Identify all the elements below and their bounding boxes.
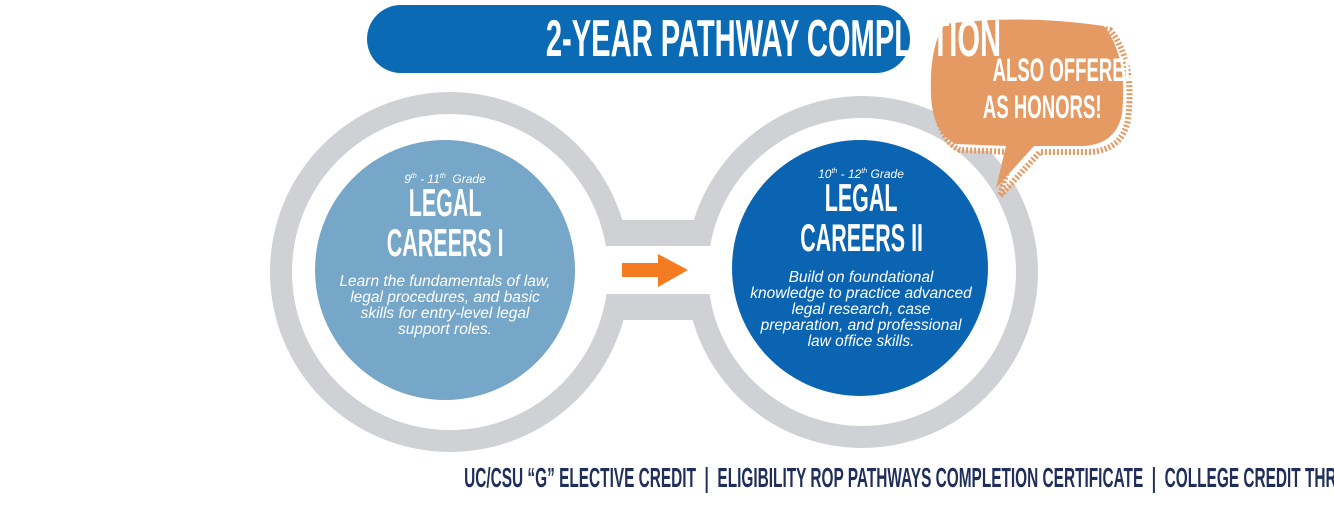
course-card-2: 10th - 12th Grade LEGAL CAREERS II Build…: [750, 167, 972, 350]
credits-footer: UC/CSU “G” ELECTIVE CREDIT | ELIGIBILITY…: [40, 462, 1334, 494]
course-title: LEGAL CAREERS II: [750, 177, 972, 263]
course-description: Learn the fundamentals of law, legal pro…: [339, 273, 551, 338]
course-title-line-2: CAREERS I: [386, 222, 504, 265]
title-pill: [367, 5, 910, 73]
honors-callout: ALSO OFFERED AS HONORS!: [940, 54, 1138, 129]
course-description: Build on foundational knowledge to pract…: [750, 269, 972, 350]
callout-line-2: AS HONORS!: [982, 89, 1102, 125]
course-title-line-1: LEGAL: [824, 177, 898, 220]
arrow-right-icon: [622, 254, 688, 287]
course-circle-1: [315, 140, 575, 400]
course-grade: 10th - 12th Grade: [818, 167, 904, 181]
course-title-line-2: CAREERS II: [800, 217, 923, 260]
page-title: 2-YEAR PATHWAY COMPLETION: [367, 5, 1001, 73]
course-title: LEGAL CAREERS I: [330, 182, 560, 268]
course-circle-2: [732, 140, 988, 396]
course-title-line-1: LEGAL: [408, 182, 482, 225]
page-title-text: 2-YEAR PATHWAY COMPLETION: [545, 10, 1002, 68]
callout-line-1: ALSO OFFERED: [992, 52, 1139, 88]
course-grade: 9th - 11th Grade: [404, 172, 486, 186]
credits-footer-text: UC/CSU “G” ELECTIVE CREDIT | ELIGIBILITY…: [464, 462, 1334, 493]
speech-bubble-icon: [930, 19, 1133, 199]
course-card-1: 9th - 11th Grade LEGAL CAREERS I Learn t…: [330, 172, 560, 338]
